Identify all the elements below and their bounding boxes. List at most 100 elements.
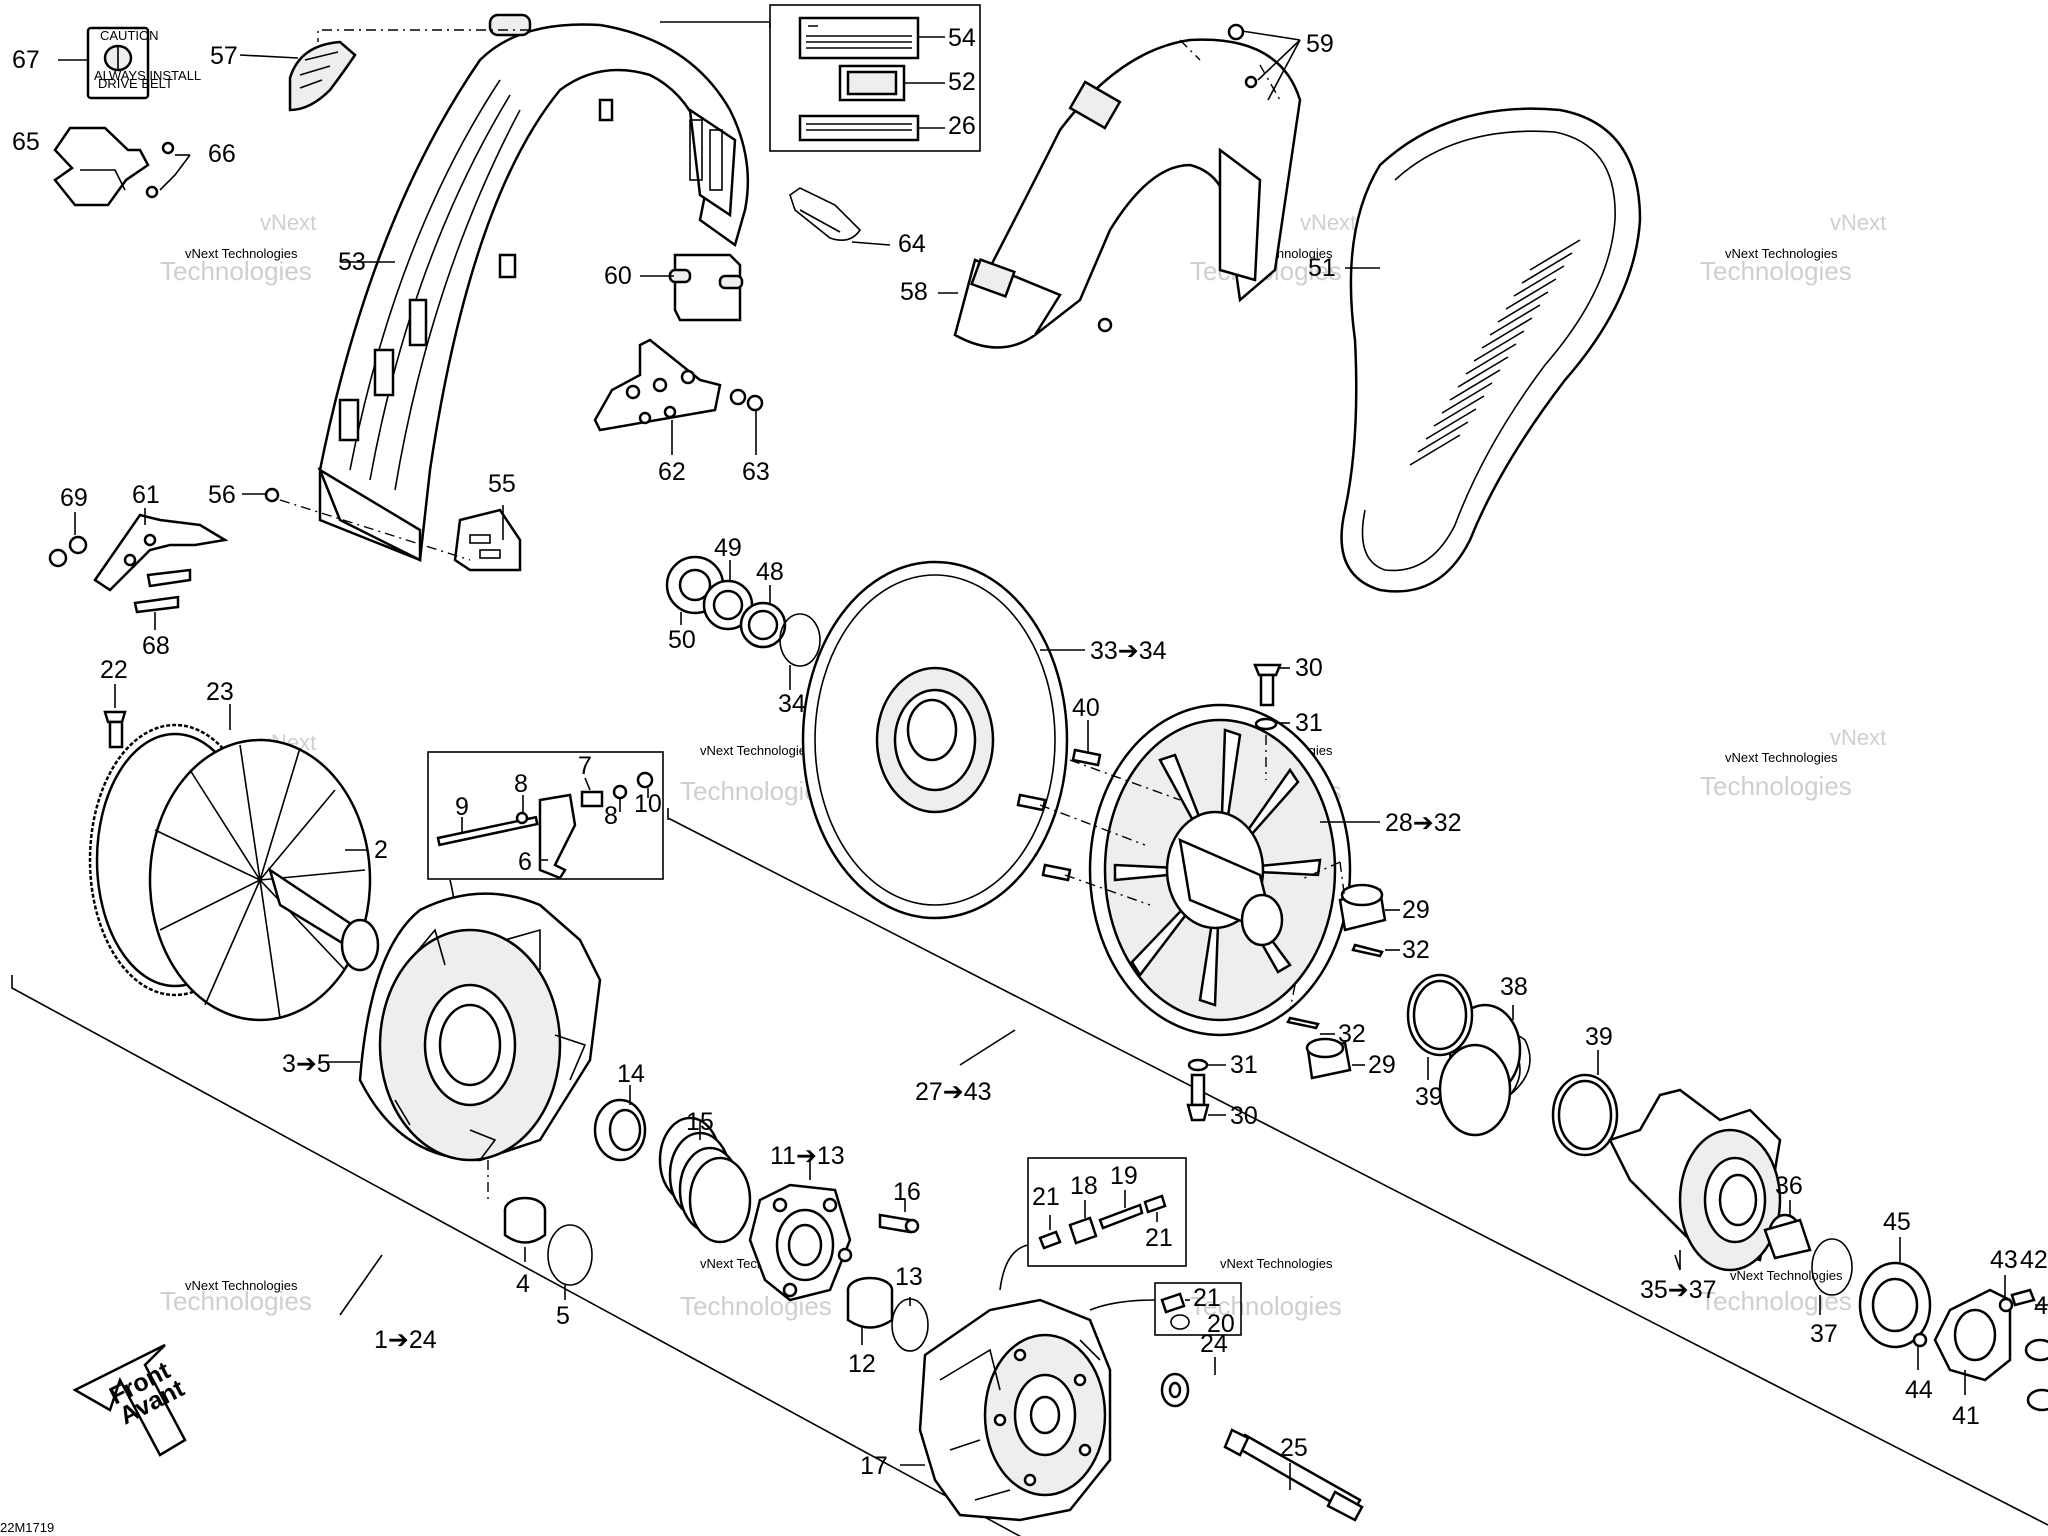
roller-detail-box bbox=[1027, 1157, 1187, 1267]
callout: 50 bbox=[668, 626, 696, 654]
watermark-text: vNext Technologies bbox=[185, 1278, 298, 1293]
watermark-text: Technologies bbox=[160, 1286, 312, 1316]
callout: 39 bbox=[1415, 1083, 1443, 1111]
pad-57 bbox=[288, 40, 357, 112]
callout: 31 bbox=[1230, 1051, 1258, 1079]
callout: 54 bbox=[948, 24, 976, 52]
driven-pulley-28 bbox=[1088, 703, 1352, 1037]
bolt-30-top bbox=[1253, 663, 1282, 731]
callout: 18 bbox=[1070, 1172, 1098, 1200]
nut-56 bbox=[264, 487, 280, 503]
callout: 69 bbox=[60, 484, 88, 512]
callout: 68 bbox=[142, 632, 170, 660]
watermark-text: vNext bbox=[1830, 725, 1886, 750]
bracket-65 bbox=[53, 126, 175, 207]
roller-small-box bbox=[1154, 1282, 1242, 1336]
callout: 66 bbox=[208, 140, 236, 168]
hinge-60 bbox=[668, 253, 744, 322]
cam-35 bbox=[1608, 1088, 1782, 1272]
callout: 64 bbox=[898, 230, 926, 258]
roller-29-top bbox=[1338, 883, 1387, 932]
callout: 21 bbox=[1145, 1224, 1173, 1252]
washer-24 bbox=[1160, 1372, 1190, 1408]
callout: 49 bbox=[714, 534, 742, 562]
callout: 32 bbox=[1338, 1020, 1366, 1048]
bolt-25 bbox=[1223, 1428, 1364, 1522]
caution-title: CAUTION bbox=[100, 28, 159, 43]
ring-39-left bbox=[1406, 973, 1474, 1057]
shims bbox=[665, 555, 821, 667]
bushing-14 bbox=[593, 1098, 647, 1162]
watermark-text: vNext bbox=[260, 210, 316, 235]
callout: 31 bbox=[1295, 709, 1323, 737]
circlip-5 bbox=[547, 1224, 593, 1286]
callout: 61 bbox=[132, 481, 160, 509]
callout: 15 bbox=[686, 1108, 714, 1136]
belt-cogs bbox=[1409, 239, 1581, 466]
callout: 42 bbox=[2020, 1246, 2048, 1274]
callout: 10 bbox=[634, 790, 662, 818]
governor-cup-17 bbox=[918, 1298, 1112, 1522]
callout: 4 bbox=[2034, 1292, 2048, 1320]
callout: 43 bbox=[1990, 1246, 2018, 1274]
bushing-12 bbox=[846, 1276, 894, 1329]
callout: 19 bbox=[1110, 1162, 1138, 1190]
callout: 40 bbox=[1072, 694, 1100, 722]
callout: 13 bbox=[895, 1263, 923, 1291]
label-box bbox=[769, 4, 981, 152]
caution-line1: ALWAYS INSTALL bbox=[94, 68, 201, 83]
callout: 25 bbox=[1280, 1434, 1308, 1462]
washer-right-bottom bbox=[2026, 1388, 2048, 1412]
ring-37 bbox=[1811, 1238, 1853, 1296]
callout: 30 bbox=[1230, 1102, 1258, 1130]
bracket-61 bbox=[93, 513, 229, 592]
callout: 16 bbox=[893, 1178, 921, 1206]
callout: 35➔37 bbox=[1640, 1276, 1717, 1304]
watermark-text: Technologies bbox=[160, 256, 312, 286]
washer-4-right bbox=[2024, 1338, 2048, 1362]
watermark-text: vNext Technologies bbox=[185, 246, 298, 261]
nut-69 bbox=[48, 535, 88, 568]
pin-16 bbox=[878, 1213, 920, 1234]
pin-32-top bbox=[1351, 943, 1384, 958]
callout-numbers: 67 57 65 66 53 54 52 26 59 64 60 58 51 6… bbox=[12, 24, 2048, 1480]
callout: 29 bbox=[1368, 1051, 1396, 1079]
circlip-13 bbox=[891, 1298, 929, 1352]
callout: 60 bbox=[604, 262, 632, 290]
watermark-text: Technologies bbox=[1700, 256, 1852, 286]
screws-68 bbox=[133, 568, 192, 614]
drive-belt-51 bbox=[1340, 107, 1642, 593]
callout: 37 bbox=[1810, 1320, 1838, 1348]
washer-43 bbox=[1998, 1297, 2014, 1313]
weight-detail-box bbox=[427, 751, 664, 880]
front-direction-arrow: Front Avant bbox=[72, 1343, 189, 1457]
callout: 22 bbox=[100, 656, 128, 684]
drawing-id: 22M1719 bbox=[0, 1520, 54, 1535]
callout: 62 bbox=[658, 458, 686, 486]
spider-11 bbox=[748, 1183, 853, 1302]
ring-39-right bbox=[1551, 1073, 1619, 1157]
bolt-30-bottom bbox=[1186, 1058, 1210, 1122]
watermark-text: vNext bbox=[1300, 210, 1356, 235]
callout: 3➔5 bbox=[282, 1050, 331, 1078]
callout: 33➔34 bbox=[1090, 637, 1167, 665]
bracket-62 bbox=[593, 338, 722, 432]
caution-line2: DRIVE BELT bbox=[98, 76, 173, 91]
bracket-55 bbox=[453, 508, 522, 572]
callout: 30 bbox=[1295, 654, 1323, 682]
fixed-sheave-2 bbox=[148, 738, 380, 1022]
callout: 56 bbox=[208, 481, 236, 509]
watermark-text: Technologies bbox=[1700, 1286, 1852, 1316]
callout: 34 bbox=[778, 690, 806, 718]
callout: 8 bbox=[514, 770, 528, 798]
washer-45 bbox=[1858, 1261, 1932, 1349]
callout: 48 bbox=[756, 558, 784, 586]
callout: 11➔13 bbox=[770, 1142, 845, 1170]
callout: 2 bbox=[374, 836, 388, 864]
callout: 67 bbox=[12, 46, 40, 74]
bolts-40 bbox=[1016, 748, 1102, 882]
callout: 29 bbox=[1402, 896, 1430, 924]
callout: 53 bbox=[338, 248, 366, 276]
callout: 21 bbox=[1193, 1284, 1221, 1312]
